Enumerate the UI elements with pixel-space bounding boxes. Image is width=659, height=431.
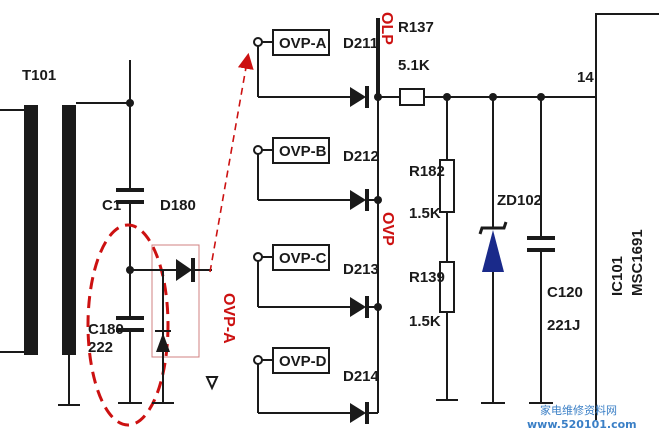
r139-label: R139 — [409, 269, 445, 286]
diode-icon — [350, 189, 369, 211]
r139-value: 1.5K — [409, 313, 441, 330]
d213-label: D213 — [343, 261, 379, 278]
d211-label: D211 — [343, 35, 378, 52]
c120-value: 221J — [547, 317, 580, 334]
ovp-label: OVP — [379, 212, 396, 246]
ovp-b-box — [272, 137, 330, 164]
diode-icon — [350, 402, 369, 424]
diode-icon — [176, 258, 195, 282]
zener-diode-icon — [155, 316, 171, 352]
ovp-a-arrow — [209, 52, 254, 273]
diode-icon — [350, 296, 369, 318]
c180-value: 222 — [88, 339, 113, 356]
ovp-a-vertical-label: OVP-A — [220, 293, 237, 344]
r182-value: 1.5K — [409, 205, 441, 222]
ovp-c-label: OVP-C — [279, 250, 327, 267]
ic101-part: MSC1691 — [629, 229, 646, 296]
d214-label: D214 — [343, 368, 380, 385]
ic101-ref: IC101 — [609, 256, 626, 296]
c120-label: C120 — [547, 284, 583, 301]
ovp-c-box — [272, 244, 330, 271]
diode-icon — [350, 86, 369, 108]
resistor-icon — [399, 88, 425, 106]
watermark-url: www.520101.com — [527, 418, 637, 431]
r182-label: R182 — [409, 163, 445, 180]
d212-label: D212 — [343, 148, 379, 165]
ground-arrow-icon — [205, 376, 219, 391]
d180-highlight-box — [151, 244, 200, 358]
pin-14-label: 14 — [577, 69, 594, 86]
transformer-label: T101 — [22, 67, 56, 84]
zd102-label: ZD102 — [497, 192, 542, 209]
ovp-b-label: OVP-B — [279, 143, 327, 160]
ovp-d-box — [272, 347, 330, 374]
capacitor-icon — [527, 236, 555, 252]
watermark-text: 家电维修资料网 — [540, 403, 617, 417]
highlight-ellipse — [86, 223, 170, 427]
ic101-outline — [595, 13, 659, 420]
ovp-a-box — [272, 29, 330, 56]
d180-label: D180 — [160, 197, 196, 214]
ovp-a-label: OVP-A — [279, 35, 327, 52]
c1-label: C1 — [102, 197, 121, 214]
zener-diode-icon — [478, 221, 508, 272]
olp-label: OLP — [378, 12, 395, 45]
ovp-d-label: OVP-D — [279, 353, 327, 370]
r137-value: 5.1K — [398, 57, 430, 74]
c180-label: C180 — [88, 321, 124, 338]
r137-label: R137 — [398, 19, 434, 36]
transformer-icon — [0, 102, 130, 406]
